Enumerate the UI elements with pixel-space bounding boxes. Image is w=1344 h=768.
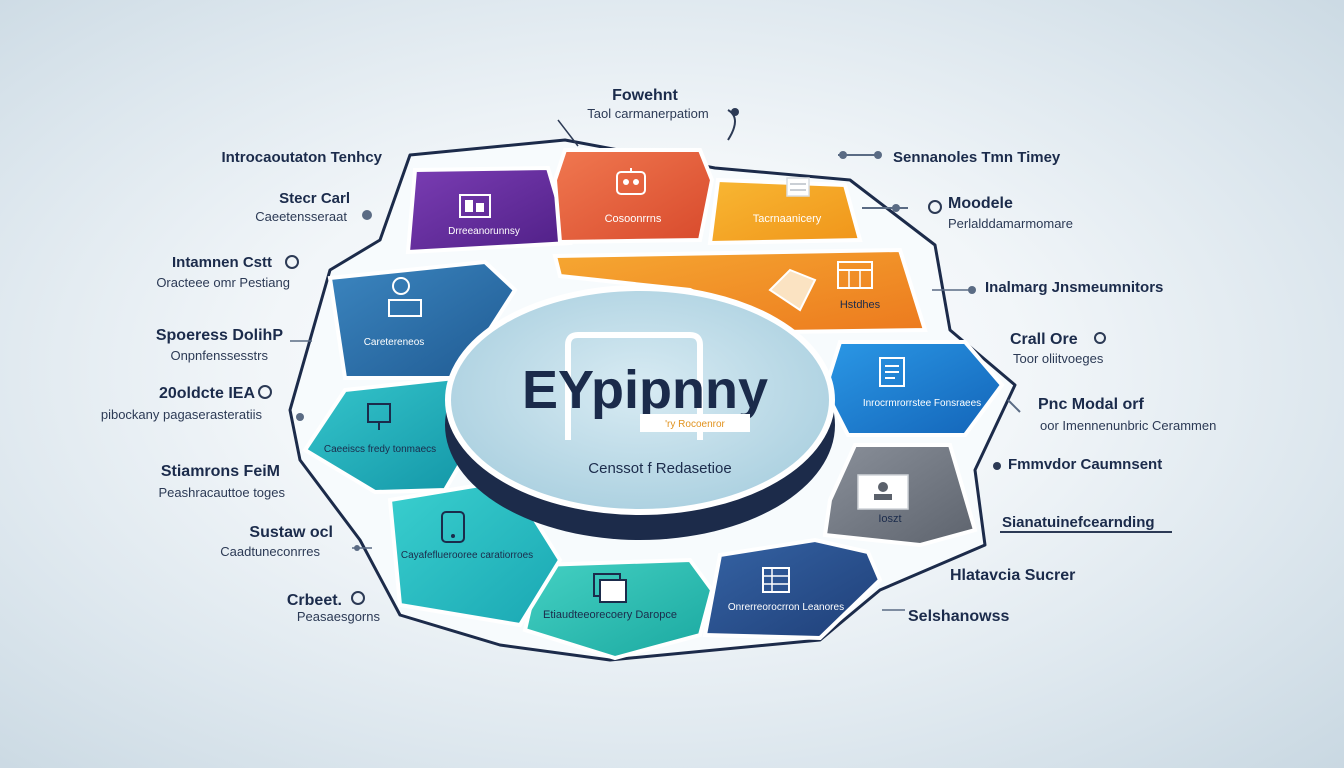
person-board-icon <box>388 277 422 317</box>
segment-label: Hstdhes <box>840 299 881 311</box>
segment-label: Cosoonrrns <box>605 213 662 225</box>
callout-title: Sustaw ocl <box>249 524 333 541</box>
segment-label: Tacrnaanicery <box>753 213 822 225</box>
segment-label: Etiaudteeorecoery Daropce <box>543 609 677 621</box>
connector-dot <box>968 286 976 294</box>
hub-logo: EYpipnny <box>522 360 768 420</box>
callout-subtitle: Peashracauttoe toges <box>159 485 286 500</box>
hub-caption: Censsot f Redasetioe <box>588 460 731 477</box>
callout-title: Crbeet. <box>287 592 342 609</box>
callout-title: Hlatavcia Sucrer <box>950 567 1075 584</box>
document-list-icon <box>879 357 905 387</box>
callout-subtitle: Perlalddamarmomare <box>948 216 1073 231</box>
segment-navy[interactable]: Onrerreorocrron Leanores <box>702 537 883 641</box>
segment-purple[interactable]: Drreeanorunnsy <box>405 165 573 255</box>
connector-dot <box>296 413 304 421</box>
callout-title: Moodele <box>948 195 1013 212</box>
connector-dot <box>362 210 372 220</box>
segment-red[interactable]: Cosoonrrns <box>552 148 715 245</box>
callout-title: Spoeress DolihP <box>156 327 283 344</box>
callout-title: Stiamrons FeiM <box>161 463 280 480</box>
callout-title: 20oldcte IEA <box>159 385 255 402</box>
callout-subtitle: Caeetensseraat <box>255 209 347 224</box>
segment-label: Cayafefluerooree caratiorroes <box>401 550 533 561</box>
connector-dot <box>354 545 360 551</box>
server-icon <box>786 177 810 197</box>
callout-title: Fowehnt <box>612 87 678 104</box>
segment-orange[interactable]: Hstdhes <box>552 247 928 335</box>
callout-subtitle: Peasaesgorns <box>297 609 381 624</box>
connector-dot <box>258 385 272 399</box>
connector-dot <box>993 462 1001 470</box>
segment-blue[interactable]: Inrocrmrorrstee Fonsraees <box>822 340 1005 437</box>
callout-title: Sianatuinefcearnding <box>1002 514 1155 531</box>
callout-title: Selshanowss <box>908 608 1009 625</box>
segment-teal[interactable]: Etiaudteeorecoery Daropce <box>522 557 715 661</box>
spreadsheet-icon <box>762 567 790 593</box>
connector-line <box>1007 399 1021 413</box>
robot-icon <box>616 168 646 195</box>
segment-label: Inrocrmrorrstee Fonsraees <box>863 398 981 409</box>
chart-board-icon <box>459 194 491 218</box>
connector-dot <box>1094 332 1106 344</box>
connector-dot <box>839 151 847 159</box>
callout-subtitle: oor Imennenunbric Cerammen <box>1040 418 1216 433</box>
folder-icon <box>768 268 817 312</box>
callout-title: Pnc Modal orf <box>1038 396 1144 413</box>
files-icon <box>593 573 627 603</box>
callout-title: Fmmvdor Caumnsent <box>1008 456 1162 473</box>
center-hub: EYpipnny 'ry Rocoenror Censsot f Redaset… <box>445 285 835 540</box>
top-callout: Fowehnt Taol carmanerpatiom <box>557 87 739 147</box>
connector-dot <box>874 151 882 159</box>
connector-dot <box>892 204 900 212</box>
callout-subtitle: Oracteee omr Pestiang <box>156 275 290 290</box>
left-callouts: Introcaoutaton Tenhcy Stecr Carl Caeeten… <box>101 149 383 624</box>
segment-gray[interactable]: Ioszt <box>822 443 978 548</box>
callout-title: Stecr Carl <box>279 190 350 207</box>
segment-label: Onrerreorocrron Leanores <box>728 602 844 613</box>
hub-tagline: 'ry Rocoenror <box>665 419 725 430</box>
callout-subtitle: Taol carmanerpatiom <box>587 106 708 121</box>
callout-title: Crall Ore <box>1010 331 1078 348</box>
callout-subtitle: Toor oliitvoeges <box>1013 351 1104 366</box>
callout-title: Sennanoles Tmn Timey <box>893 149 1061 166</box>
callout-subtitle: Caadtuneconrres <box>220 544 320 559</box>
presentation-icon <box>367 403 391 430</box>
connector-dot <box>351 591 365 605</box>
segment-yellow[interactable]: Tacrnaanicery <box>707 177 863 246</box>
callout-title: Inalmarg Jnsmeumnitors <box>985 279 1163 296</box>
mobile-phone-icon <box>441 511 465 543</box>
user-card-icon <box>857 474 909 510</box>
connector-dot <box>285 255 299 269</box>
callout-subtitle: Onpnfenssesstrs <box>170 348 268 363</box>
callout-title: Intamnen Cstt <box>172 254 272 271</box>
segment-label: Ioszt <box>878 513 901 525</box>
segment-label: Caretereneos <box>364 337 425 348</box>
callout-title: Introcaoutaton Tenhcy <box>221 149 382 166</box>
segment-label: Drreeanorunnsy <box>448 226 520 237</box>
segment-label: Caeeiscs fredy tonmaecs <box>324 444 436 455</box>
right-callouts: Sennanoles Tmn Timey Moodele Perlalddama… <box>838 149 1216 625</box>
connector-dot <box>928 200 942 214</box>
callout-subtitle: pibockany pagaserasteratiis <box>101 407 263 422</box>
segment-teal2[interactable]: Caeeiscs fredy tonmaecs <box>302 375 483 495</box>
calendar-grid-icon <box>837 261 873 289</box>
